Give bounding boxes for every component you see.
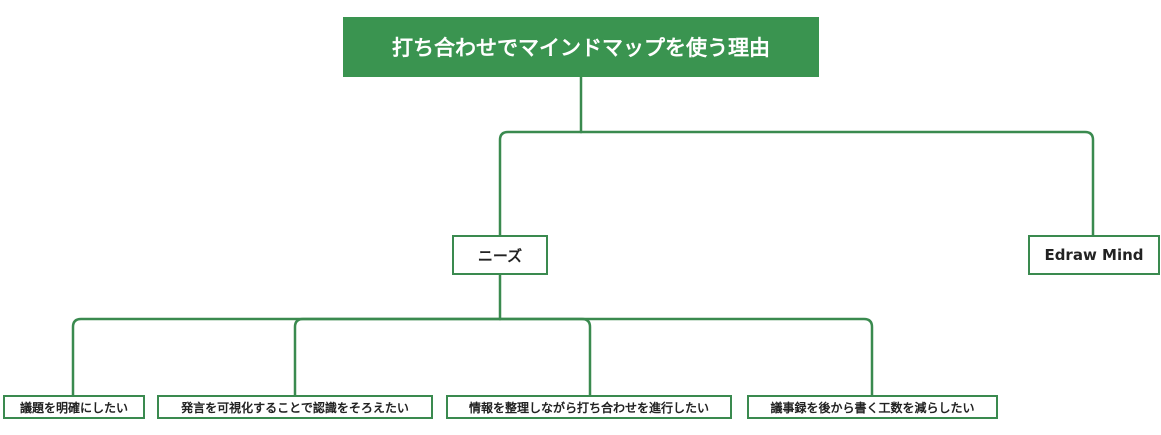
- connector-needs-to-leaf-1: [71, 317, 502, 397]
- subtopic-clarify-agenda[interactable]: 議題を明確にしたい: [3, 395, 145, 419]
- topic-needs[interactable]: ニーズ: [452, 235, 548, 275]
- topic-needs-label: ニーズ: [477, 246, 523, 265]
- connector-root-to-needs: [498, 130, 583, 237]
- subtopic-label: 発言を可視化することで認識をそろえたい: [181, 400, 409, 415]
- topic-edraw-mind[interactable]: Edraw Mind: [1028, 235, 1160, 275]
- connector-needs-to-leaf-4: [498, 317, 874, 397]
- root-topic[interactable]: 打ち合わせでマインドマップを使う理由: [343, 17, 819, 77]
- subtopic-reduce-minutes-effort[interactable]: 議事録を後から書く工数を減らしたい: [747, 395, 998, 419]
- subtopic-organize-while-meeting[interactable]: 情報を整理しながら打ち合わせを進行したい: [446, 395, 732, 419]
- connector-root-to-edraw: [579, 130, 1095, 237]
- connector-needs-to-leaf-2: [293, 317, 502, 397]
- topic-edraw-mind-label: Edraw Mind: [1044, 246, 1144, 264]
- subtopic-label: 議事録を後から書く工数を減らしたい: [770, 400, 975, 415]
- connector-needs-to-leaf-3: [498, 317, 592, 397]
- subtopic-label: 議題を明確にしたい: [19, 400, 128, 415]
- subtopic-visualize-remarks[interactable]: 発言を可視化することで認識をそろえたい: [157, 395, 433, 419]
- root-topic-label: 打ち合わせでマインドマップを使う理由: [392, 36, 770, 60]
- subtopic-label: 情報を整理しながら打ち合わせを進行したい: [468, 400, 709, 415]
